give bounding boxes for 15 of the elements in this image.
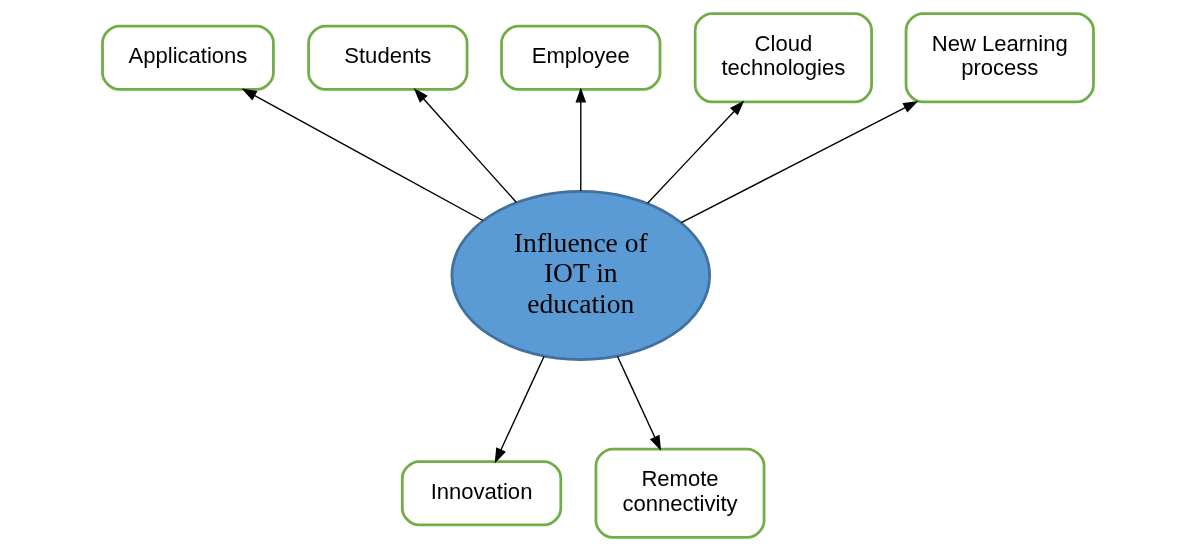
arrow — [494, 355, 545, 464]
node-box: Students — [306, 24, 468, 91]
node-box: New Learning process — [904, 12, 1095, 104]
node-box: Innovation — [400, 460, 562, 527]
arrow — [413, 87, 517, 203]
node-box: Applications — [100, 24, 275, 91]
node-box: Cloud technologies — [693, 12, 873, 104]
node-ellipse: Influence of IOT in education — [450, 190, 711, 361]
node-box: Remote connectivity — [594, 447, 765, 539]
arrow — [646, 100, 744, 204]
arrow — [616, 355, 661, 451]
arrow — [241, 88, 483, 222]
arrow — [574, 87, 586, 192]
arrow — [680, 100, 918, 224]
node-box: Employee — [499, 24, 661, 91]
